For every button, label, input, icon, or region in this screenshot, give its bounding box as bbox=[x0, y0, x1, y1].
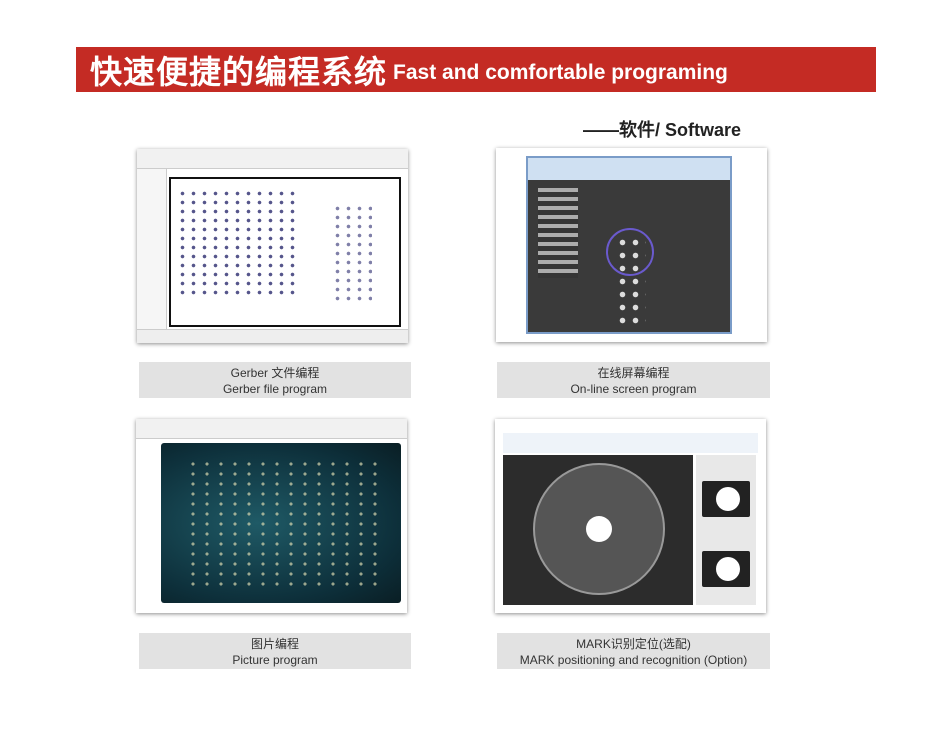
caption-picture: 图片编程 Picture program bbox=[139, 633, 411, 669]
gerber-screenshot bbox=[137, 149, 408, 343]
title-cn: 快速便捷的编程系统 bbox=[90, 53, 388, 90]
caption-cn: MARK识别定位(选配) bbox=[576, 637, 691, 651]
caption-online: 在线屏幕编程 On-line screen program bbox=[497, 362, 770, 398]
online-screen-screenshot bbox=[496, 148, 767, 342]
pad-pattern bbox=[332, 204, 372, 304]
pad-pattern bbox=[186, 459, 386, 589]
toolbar bbox=[137, 149, 408, 169]
caption-cn: Gerber 文件编程 bbox=[230, 366, 320, 380]
caption-en: On-line screen program bbox=[570, 382, 697, 396]
title-banner: 快速便捷的编程系统 Fast and comfortable programin… bbox=[76, 47, 876, 92]
camera-window bbox=[526, 156, 732, 334]
picture-screenshot bbox=[136, 419, 407, 613]
caption-gerber: Gerber 文件编程 Gerber file program bbox=[139, 362, 411, 398]
pad-pattern bbox=[177, 189, 297, 299]
caption-en: Picture program bbox=[232, 653, 318, 667]
status-bar bbox=[137, 329, 408, 343]
caption-en: MARK positioning and recognition (Option… bbox=[519, 653, 748, 667]
pcb-board bbox=[169, 177, 401, 327]
ic-pins bbox=[538, 188, 578, 278]
caption-cn: 图片编程 bbox=[250, 637, 299, 651]
mark-center bbox=[586, 516, 612, 542]
toolbar bbox=[136, 419, 407, 439]
caption-en: Gerber file program bbox=[222, 382, 328, 396]
target-circle bbox=[606, 228, 654, 276]
window-toolbar bbox=[528, 158, 730, 180]
mark-screenshot bbox=[495, 419, 766, 613]
caption-cn: 在线屏幕编程 bbox=[597, 366, 670, 380]
caption-mark: MARK识别定位(选配) MARK positioning and recogn… bbox=[497, 633, 770, 669]
title-en: Fast and comfortable programing bbox=[393, 60, 728, 84]
section-subtitle: ——软件/ Software bbox=[583, 120, 742, 140]
side-panel bbox=[137, 169, 167, 329]
settings-panel bbox=[696, 455, 756, 605]
window-toolbar bbox=[503, 433, 758, 453]
camera-view bbox=[503, 455, 693, 605]
